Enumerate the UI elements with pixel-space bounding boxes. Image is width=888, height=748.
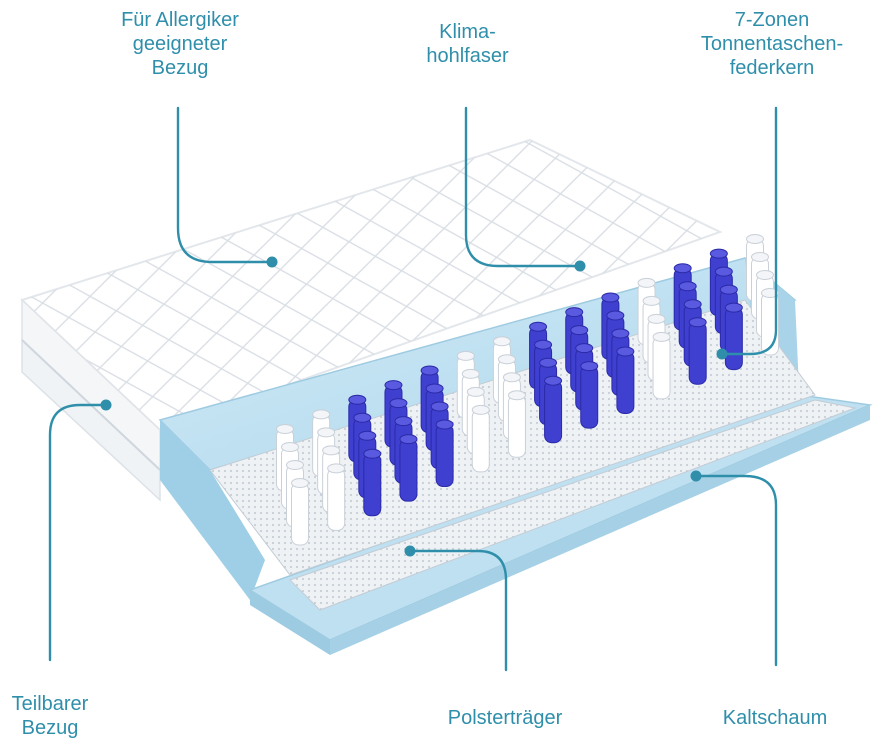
label-line: 7-Zonen	[734, 9, 810, 31]
pocket-spring	[688, 317, 707, 385]
label-line: Bezug	[21, 717, 79, 739]
label-pocket-springs: 7-Zonen Tonnentaschen- federkern	[672, 8, 872, 80]
pocket-spring	[291, 478, 309, 546]
pocket-spring	[507, 390, 526, 458]
leader-climate-fiber	[464, 106, 580, 268]
label-line: Klima-	[439, 21, 496, 43]
quilted-cover	[20, 138, 723, 502]
label-line: geeigneter	[132, 33, 228, 55]
label-line: federkern	[729, 57, 815, 79]
pocket-spring	[327, 463, 346, 531]
pocket-spring	[652, 331, 671, 400]
dot-detachable-cover	[100, 399, 112, 411]
dot-climate-fiber	[574, 260, 586, 272]
label-detachable-cover: Teilbarer Bezug	[0, 692, 100, 740]
dot-padding-carrier	[404, 545, 416, 557]
label-line: Kaltschaum	[722, 707, 828, 729]
leader-cold-foam	[696, 474, 778, 667]
pocket-spring	[399, 434, 418, 502]
pocket-spring	[616, 346, 635, 414]
leader-lines	[48, 106, 778, 672]
leader-allergy-cover	[176, 106, 272, 264]
dot-cold-foam	[690, 470, 702, 482]
dot-pocket-springs	[716, 348, 728, 360]
pocket-spring	[435, 419, 454, 488]
label-line: hohlfaser	[426, 45, 509, 67]
pocket-spring-core	[276, 234, 779, 546]
label-line: Für Allergiker	[121, 9, 239, 31]
label-allergy-cover: Für Allergiker geeigneter Bezug	[80, 8, 280, 80]
pocket-spring	[471, 404, 490, 473]
leader-pocket-springs	[722, 106, 778, 356]
pocket-spring	[544, 375, 563, 444]
leader-detachable-cover	[48, 403, 107, 662]
leader-padding-carrier	[408, 549, 508, 672]
pocket-spring	[580, 361, 599, 429]
label-climate-fiber: Klima- hohlfaser	[380, 20, 555, 68]
label-padding-carrier: Polsterträger	[410, 706, 600, 730]
leader-dots	[100, 256, 728, 557]
label-line: Polsterträger	[447, 707, 563, 729]
pocket-spring	[724, 302, 743, 371]
pocket-spring	[363, 448, 382, 517]
label-line: Tonnentaschen-	[700, 33, 844, 55]
label-cold-foam: Kaltschaum	[690, 706, 860, 730]
dot-allergy-cover	[266, 256, 278, 268]
label-line: Teilbarer	[11, 693, 89, 715]
label-line: Bezug	[151, 57, 209, 79]
